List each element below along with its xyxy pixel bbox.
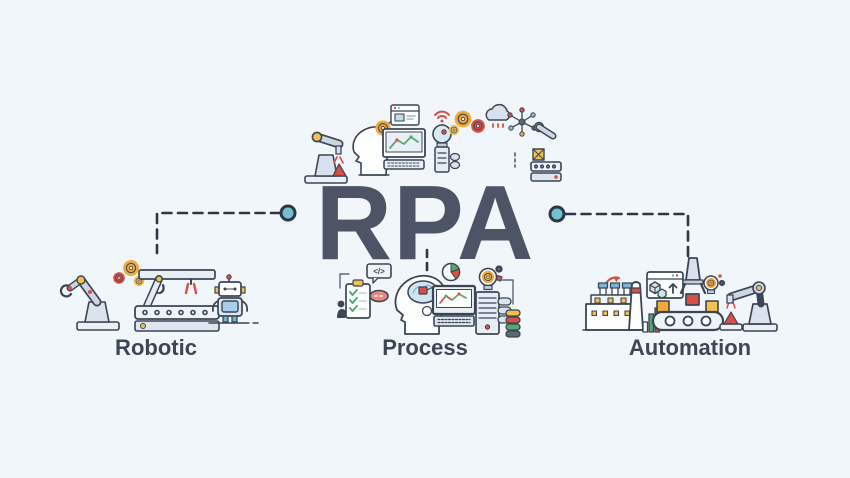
conveyor-belt-icon xyxy=(651,300,725,332)
network-nodes-icon xyxy=(507,107,537,137)
factory-icon xyxy=(582,281,646,331)
top-icon-cluster xyxy=(304,103,562,184)
robot-icon xyxy=(208,274,259,324)
label-robotic: Robotic xyxy=(115,335,197,360)
robotic-arm-laser-icon xyxy=(304,131,348,184)
pick-and-place-gripper-icon xyxy=(679,257,707,306)
conveyor-crate-arm-icon xyxy=(514,121,562,182)
gantry-conveyor-icon xyxy=(134,269,220,332)
gear-bulb-icon xyxy=(703,274,726,295)
robotic-icon-group xyxy=(59,259,259,332)
pie-chart-icon xyxy=(441,262,461,282)
monitor-line-chart-icon xyxy=(431,284,477,327)
robotic-arm-laser-icon xyxy=(719,281,778,332)
mini-browser-icon xyxy=(390,104,420,126)
code-bubble-icon: </> xyxy=(366,263,392,284)
flow-node-icon xyxy=(369,289,389,303)
connector-dot-right xyxy=(548,205,566,223)
gears-icon xyxy=(448,110,485,136)
person-checklist-icon xyxy=(337,273,371,319)
robotic-arm-claw-icon xyxy=(59,275,120,331)
monitor-line-chart-icon xyxy=(382,128,426,170)
process-icon-group: </> xyxy=(337,262,521,338)
cloud-icon xyxy=(485,103,511,128)
bulb-robot-wifi-icon xyxy=(432,110,461,173)
connector-right xyxy=(548,205,690,259)
connector-left xyxy=(155,204,297,255)
database-cylinders-icon xyxy=(497,297,521,338)
label-automation: Automation xyxy=(628,335,752,360)
browser-cubes-icon xyxy=(646,271,684,299)
connector-dot-left xyxy=(279,204,297,222)
automation-icon-group xyxy=(582,257,778,333)
rpa-title: RPA xyxy=(315,164,535,282)
server-rack-icon xyxy=(475,279,514,335)
label-process: Process xyxy=(382,335,468,360)
code-glyph: </> xyxy=(373,267,385,276)
